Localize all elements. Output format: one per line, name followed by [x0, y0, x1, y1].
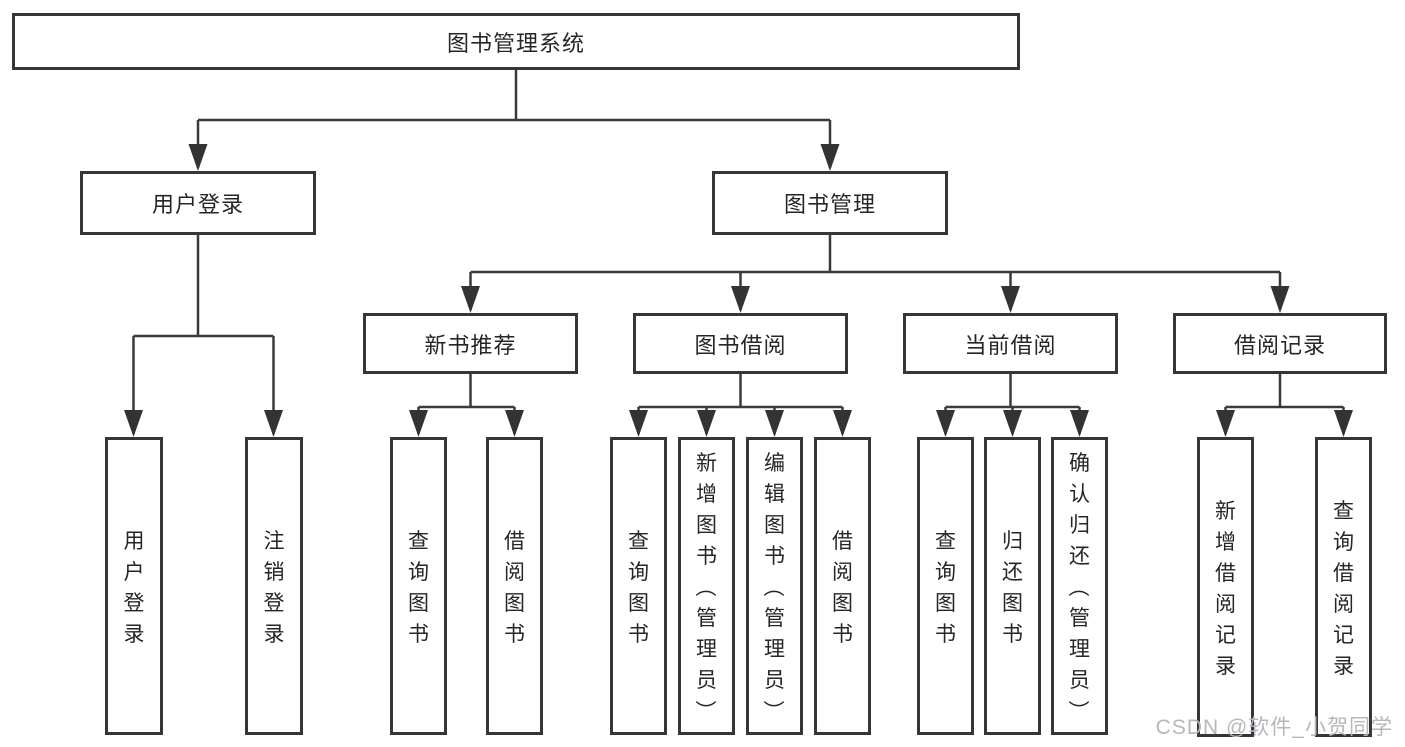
- leaf-query-books-3-label: 查询图书: [935, 529, 956, 646]
- node-current-borrowing: 当前借阅: [903, 313, 1118, 374]
- leaf-user-login-label: 用户登录: [123, 529, 145, 646]
- leaf-return-books: 归还图书: [984, 437, 1041, 735]
- leaf-borrow-books-1-label: 借阅图书: [504, 529, 525, 646]
- leaf-query-books-2: 查询图书: [610, 437, 667, 735]
- node-book-management: 图书管理: [712, 171, 948, 235]
- connector-book-borrow: [637, 374, 844, 434]
- arrowheads: [124, 144, 1353, 437]
- node-new-book-recommend: 新书推荐: [363, 313, 578, 374]
- node-new-book-recommend-label: 新书推荐: [424, 332, 517, 358]
- leaf-borrow-books-2-label: 借阅图书: [832, 529, 853, 646]
- connector-book-mgmt: [469, 235, 1282, 310]
- leaf-borrow-books-1: 借阅图书: [486, 437, 543, 735]
- leaf-confirm-return-admin: 确认归还（管理员）: [1051, 437, 1108, 735]
- node-user-login-label: 用户登录: [151, 192, 244, 217]
- connector-new-books: [417, 374, 516, 434]
- leaf-edit-books-admin-label: 编辑图书（管理员）: [761, 452, 786, 721]
- leaf-add-books-admin: 新增图书（管理员）: [678, 437, 735, 735]
- csdn-watermark: CSDN @软件_小贺同学: [1155, 716, 1393, 739]
- leaf-query-books-1: 查询图书: [390, 437, 447, 735]
- leaf-query-borrow-record: 查询借阅记录: [1315, 437, 1372, 737]
- connector-root: [196, 70, 832, 168]
- node-book-borrowing: 图书借阅: [633, 313, 848, 374]
- leaf-edit-books-admin: 编辑图书（管理员）: [746, 437, 803, 735]
- node-book-borrowing-label: 图书借阅: [694, 332, 787, 358]
- leaf-query-borrow-record-label: 查询借阅记录: [1333, 499, 1354, 678]
- leaf-add-borrow-record: 新增借阅记录: [1197, 437, 1254, 737]
- leaf-confirm-return-admin-label: 确认归还（管理员）: [1066, 452, 1091, 721]
- node-borrowing-records-label: 借阅记录: [1233, 332, 1326, 358]
- node-book-management-label: 图书管理: [783, 192, 876, 217]
- leaf-query-books-2-label: 查询图书: [628, 529, 649, 646]
- node-root-system: 图书管理系统: [12, 13, 1020, 70]
- node-user-login: 用户登录: [80, 171, 316, 235]
- leaf-logout: 注销登录: [245, 437, 303, 735]
- leaf-logout-label: 注销登录: [263, 529, 285, 646]
- leaf-return-books-label: 归还图书: [1002, 529, 1023, 646]
- node-current-borrowing-label: 当前借阅: [964, 332, 1057, 358]
- connector-borrow-records: [1224, 374, 1345, 434]
- leaf-user-login: 用户登录: [105, 437, 163, 735]
- leaf-add-books-admin-label: 新增图书（管理员）: [693, 452, 718, 721]
- node-borrowing-records: 借阅记录: [1173, 313, 1387, 374]
- leaf-borrow-books-2: 借阅图书: [814, 437, 871, 735]
- node-root-label: 图书管理系统: [446, 30, 585, 56]
- leaf-add-borrow-record-label: 新增借阅记录: [1215, 499, 1236, 678]
- leaf-query-books-1-label: 查询图书: [408, 529, 429, 646]
- connector-user-login: [132, 235, 275, 434]
- leaf-query-books-3: 查询图书: [917, 437, 974, 735]
